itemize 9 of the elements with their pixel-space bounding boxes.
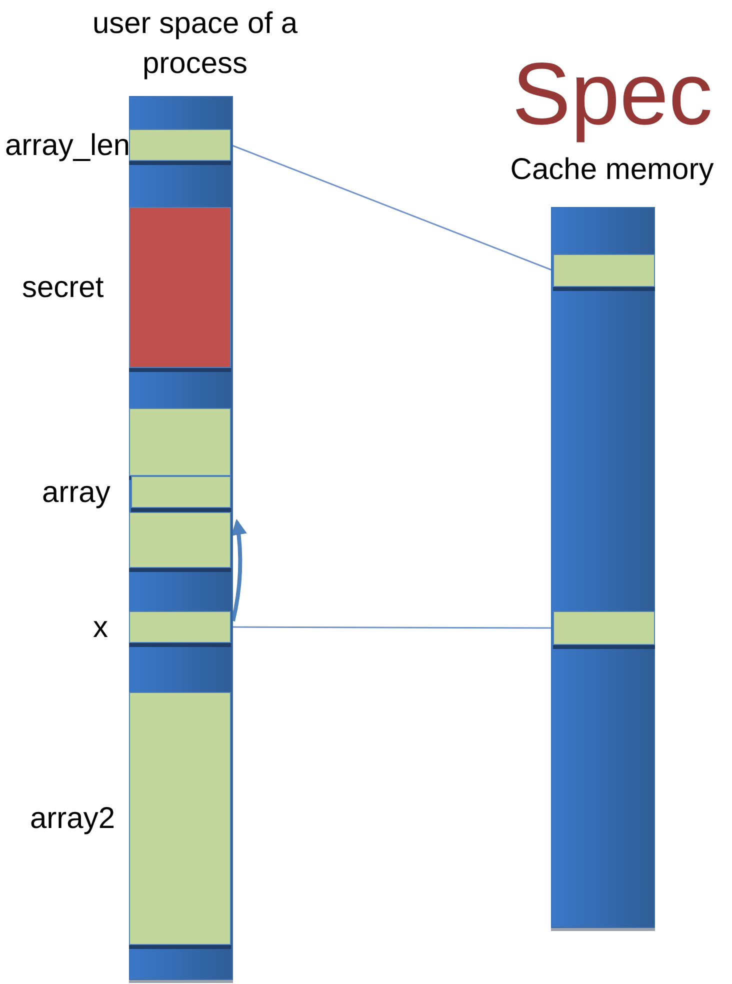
title: Spec xyxy=(512,43,713,145)
slot-label: array2 xyxy=(30,802,116,836)
connector-line xyxy=(231,626,553,629)
slot-label: secret xyxy=(22,271,104,305)
slot-label: array_len xyxy=(5,129,130,163)
slot-label: x xyxy=(93,610,108,644)
column-heading: Cache memory xyxy=(509,152,715,188)
slot-label: array xyxy=(42,476,110,510)
column-heading: user space of a process xyxy=(91,6,299,82)
